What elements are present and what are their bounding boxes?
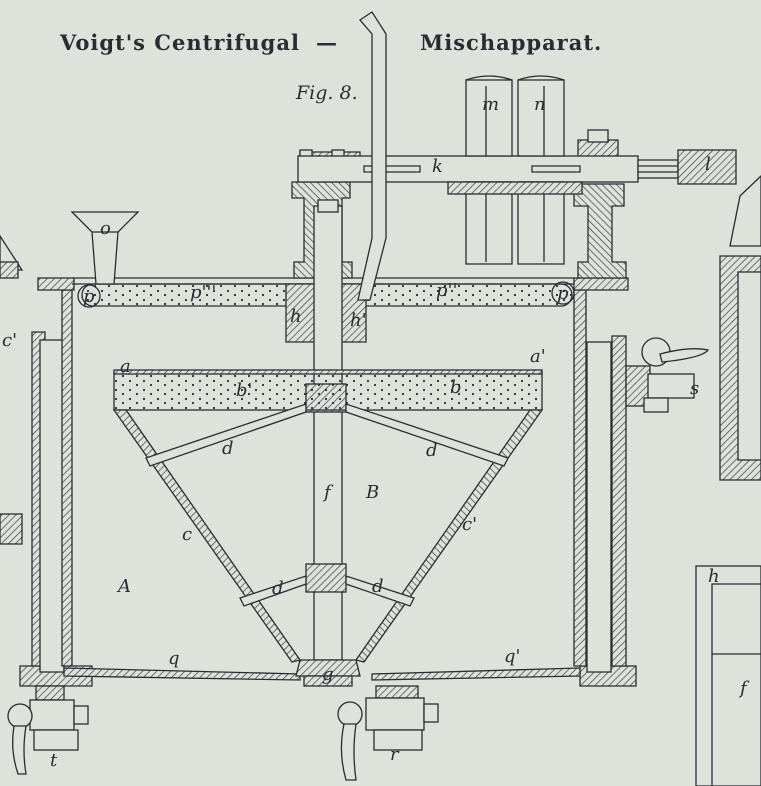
inclined-feed-tube — [357, 11, 387, 301]
label-d-lower-left: d — [272, 578, 284, 599]
figure-number: Fig. 8. — [296, 82, 358, 104]
label-k: k — [432, 156, 443, 177]
label-t: t — [50, 750, 58, 771]
pulleys — [447, 75, 583, 265]
label-b: b — [450, 377, 462, 398]
label-A: A — [116, 576, 131, 597]
label-p-triple: p''' — [190, 282, 216, 303]
label-r: r — [390, 744, 400, 765]
label-m: m — [482, 94, 499, 115]
label-p-double: p'' — [436, 280, 457, 301]
outer-casing — [19, 277, 637, 687]
drum-arms — [145, 403, 509, 607]
horizontal-shaft — [297, 149, 737, 185]
label-B: B — [365, 482, 379, 503]
label-h-right: h — [708, 566, 720, 587]
plate-title-apparatus: Mischapparat. — [420, 30, 603, 55]
plate-title: Voigt's Centrifugal — [60, 30, 300, 55]
part-labels: o p p p''' p'' h h' k l m n s a a' b b' … — [2, 94, 750, 771]
label-g: g — [322, 664, 334, 685]
label-d-upper-left: d — [222, 438, 234, 459]
label-c-prime-left: c' — [2, 330, 17, 351]
label-p-left: p — [83, 286, 95, 307]
label-q: q — [168, 648, 180, 669]
tap-r — [337, 685, 439, 781]
label-h: h — [290, 306, 302, 327]
label-s: s — [690, 378, 699, 399]
adjacent-figure-right — [695, 175, 761, 786]
label-a: a — [120, 356, 131, 377]
title-dash: — — [316, 30, 338, 55]
label-c-prime: c' — [462, 514, 477, 535]
label-c: c — [182, 524, 192, 545]
label-p-right: p — [557, 283, 569, 304]
label-a-prime: a' — [530, 346, 546, 367]
label-d-upper-right: d — [426, 440, 438, 461]
label-l: l — [705, 154, 711, 175]
label-n: n — [534, 94, 546, 115]
label-h-prime: h' — [350, 310, 367, 331]
drum-sieve-ring — [113, 369, 543, 411]
tap-s — [625, 337, 710, 413]
label-d-lower-right: d — [372, 576, 384, 597]
tap-t — [7, 685, 89, 775]
adjacent-figure-left — [0, 234, 24, 545]
label-o: o — [100, 218, 111, 239]
label-b-prime: b' — [236, 380, 252, 401]
feed-funnel — [70, 211, 140, 285]
label-q-prime: q' — [504, 646, 520, 667]
